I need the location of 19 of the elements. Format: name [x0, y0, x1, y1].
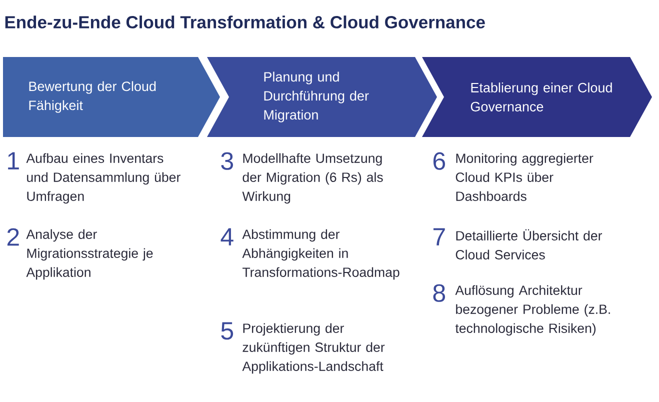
step-number: 3 [221, 152, 233, 170]
step-number: 6 [433, 152, 445, 170]
step-description: Modellhafte Umsetzung der Migration (6 Rs) als Wirkung [242, 153, 383, 204]
step-description: Abstimmung der Abhängigkeiten in Transformations-Roadmap [242, 229, 400, 280]
chevron-step: Etablierung einer Cloud Governance [422, 57, 652, 137]
step-description: Analyse der Migrationsstrategie je Applikation [26, 229, 153, 280]
step-description: Auflösung Architektur bezogener Probleme (z.B. technologische Risiken) [455, 285, 610, 336]
step-number: 2 [7, 228, 19, 246]
step-description: Monitoring aggregierter Cloud KPIs über Dashboards [456, 153, 594, 201]
step-number: 4 [220, 228, 234, 246]
chevron-step: Planung und Durchführung der Migration [207, 57, 437, 137]
step-number: 8 [433, 284, 446, 302]
chevron-step: Bewertung der Cloud Fähigkeit [3, 57, 220, 137]
step-description: Detaillierte Übersicht der Cloud Services [456, 229, 602, 260]
step-number: 5 [221, 322, 234, 340]
step-description: Projektierung der zukünftigen Struktur der Applikations-Landschaft [242, 323, 385, 374]
step-description: Aufbau eines Inventars und Datensammlung über Umfragen [26, 153, 180, 204]
step-number: 7 [434, 228, 445, 246]
title: Ende-zu-Ende Cloud Transformation & Cloud Governance [5, 16, 485, 28]
